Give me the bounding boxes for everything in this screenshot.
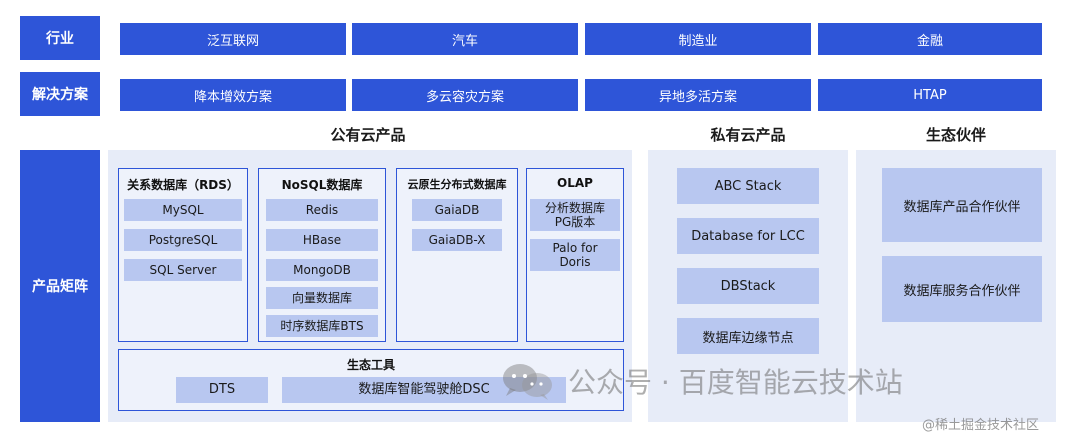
- industry-finance: 金融: [818, 23, 1042, 55]
- rds-group-title: 关系数据库（RDS）: [127, 178, 239, 192]
- nosql-group: NoSQL数据库: [258, 168, 386, 342]
- product-matrix-label: 产品矩阵: [20, 150, 100, 422]
- solution-row-label: 解决方案: [20, 72, 100, 116]
- private-dbstack: DBStack: [677, 268, 819, 304]
- solution-multicloud-dr: 多云容灾方案: [352, 79, 578, 111]
- solution-htap: HTAP: [818, 79, 1042, 111]
- solution-cost-efficiency: 降本增效方案: [120, 79, 346, 111]
- industry-manufacturing: 制造业: [585, 23, 811, 55]
- partner-db-services: 数据库服务合作伙伴: [882, 256, 1042, 322]
- nosql-vector-db: 向量数据库: [266, 287, 378, 309]
- private-abc-stack: ABC Stack: [677, 168, 819, 204]
- private-cloud-title: 私有云产品: [710, 126, 786, 144]
- rds-postgresql: PostgreSQL: [124, 229, 242, 251]
- corner-watermark: @稀土掘金技术社区: [922, 418, 1040, 433]
- gaiadb-x: GaiaDB-X: [412, 229, 502, 251]
- nosql-mongodb: MongoDB: [266, 259, 378, 281]
- watermark: 公众号 · 百度智能云技术站: [500, 358, 1020, 404]
- tool-dsc-cockpit: 数据库智能驾驶舱DSC: [282, 377, 566, 403]
- olap-pg-edition: 分析数据库 PG版本: [530, 199, 620, 231]
- olap-group-title: OLAP: [557, 176, 593, 190]
- private-edge-node: 数据库边缘节点: [677, 318, 819, 354]
- rds-group: 关系数据库（RDS）: [118, 168, 248, 342]
- watermark-text: 公众号 · 百度智能云技术站: [568, 366, 903, 399]
- industry-row-label: 行业: [20, 16, 100, 60]
- ecosystem-title: 生态伙伴: [925, 126, 986, 144]
- cloud-native-group: 云原生分布式数据库: [396, 168, 518, 342]
- private-database-for-lcc: Database for LCC: [677, 218, 819, 254]
- olap-palo-doris: Palo for Doris: [530, 239, 620, 271]
- tool-dts: DTS: [176, 377, 268, 403]
- industry-automotive: 汽车: [352, 23, 578, 55]
- eco-tools-title: 生态工具: [346, 358, 395, 372]
- rds-sqlserver: SQL Server: [124, 259, 242, 281]
- nosql-hbase: HBase: [266, 229, 378, 251]
- nosql-timeseries-bts: 时序数据库BTS: [266, 315, 378, 337]
- nosql-group-title: NoSQL数据库: [281, 178, 363, 192]
- public-cloud-title: 公有云产品: [330, 126, 406, 144]
- rds-mysql: MySQL: [124, 199, 242, 221]
- wechat-icon: [500, 361, 556, 401]
- gaiadb: GaiaDB: [412, 199, 502, 221]
- cloud-native-group-title: 云原生分布式数据库: [407, 178, 507, 191]
- nosql-redis: Redis: [266, 199, 378, 221]
- partner-db-products: 数据库产品合作伙伴: [882, 168, 1042, 242]
- industry-internet: 泛互联网: [120, 23, 346, 55]
- solution-active-active: 异地多活方案: [585, 79, 811, 111]
